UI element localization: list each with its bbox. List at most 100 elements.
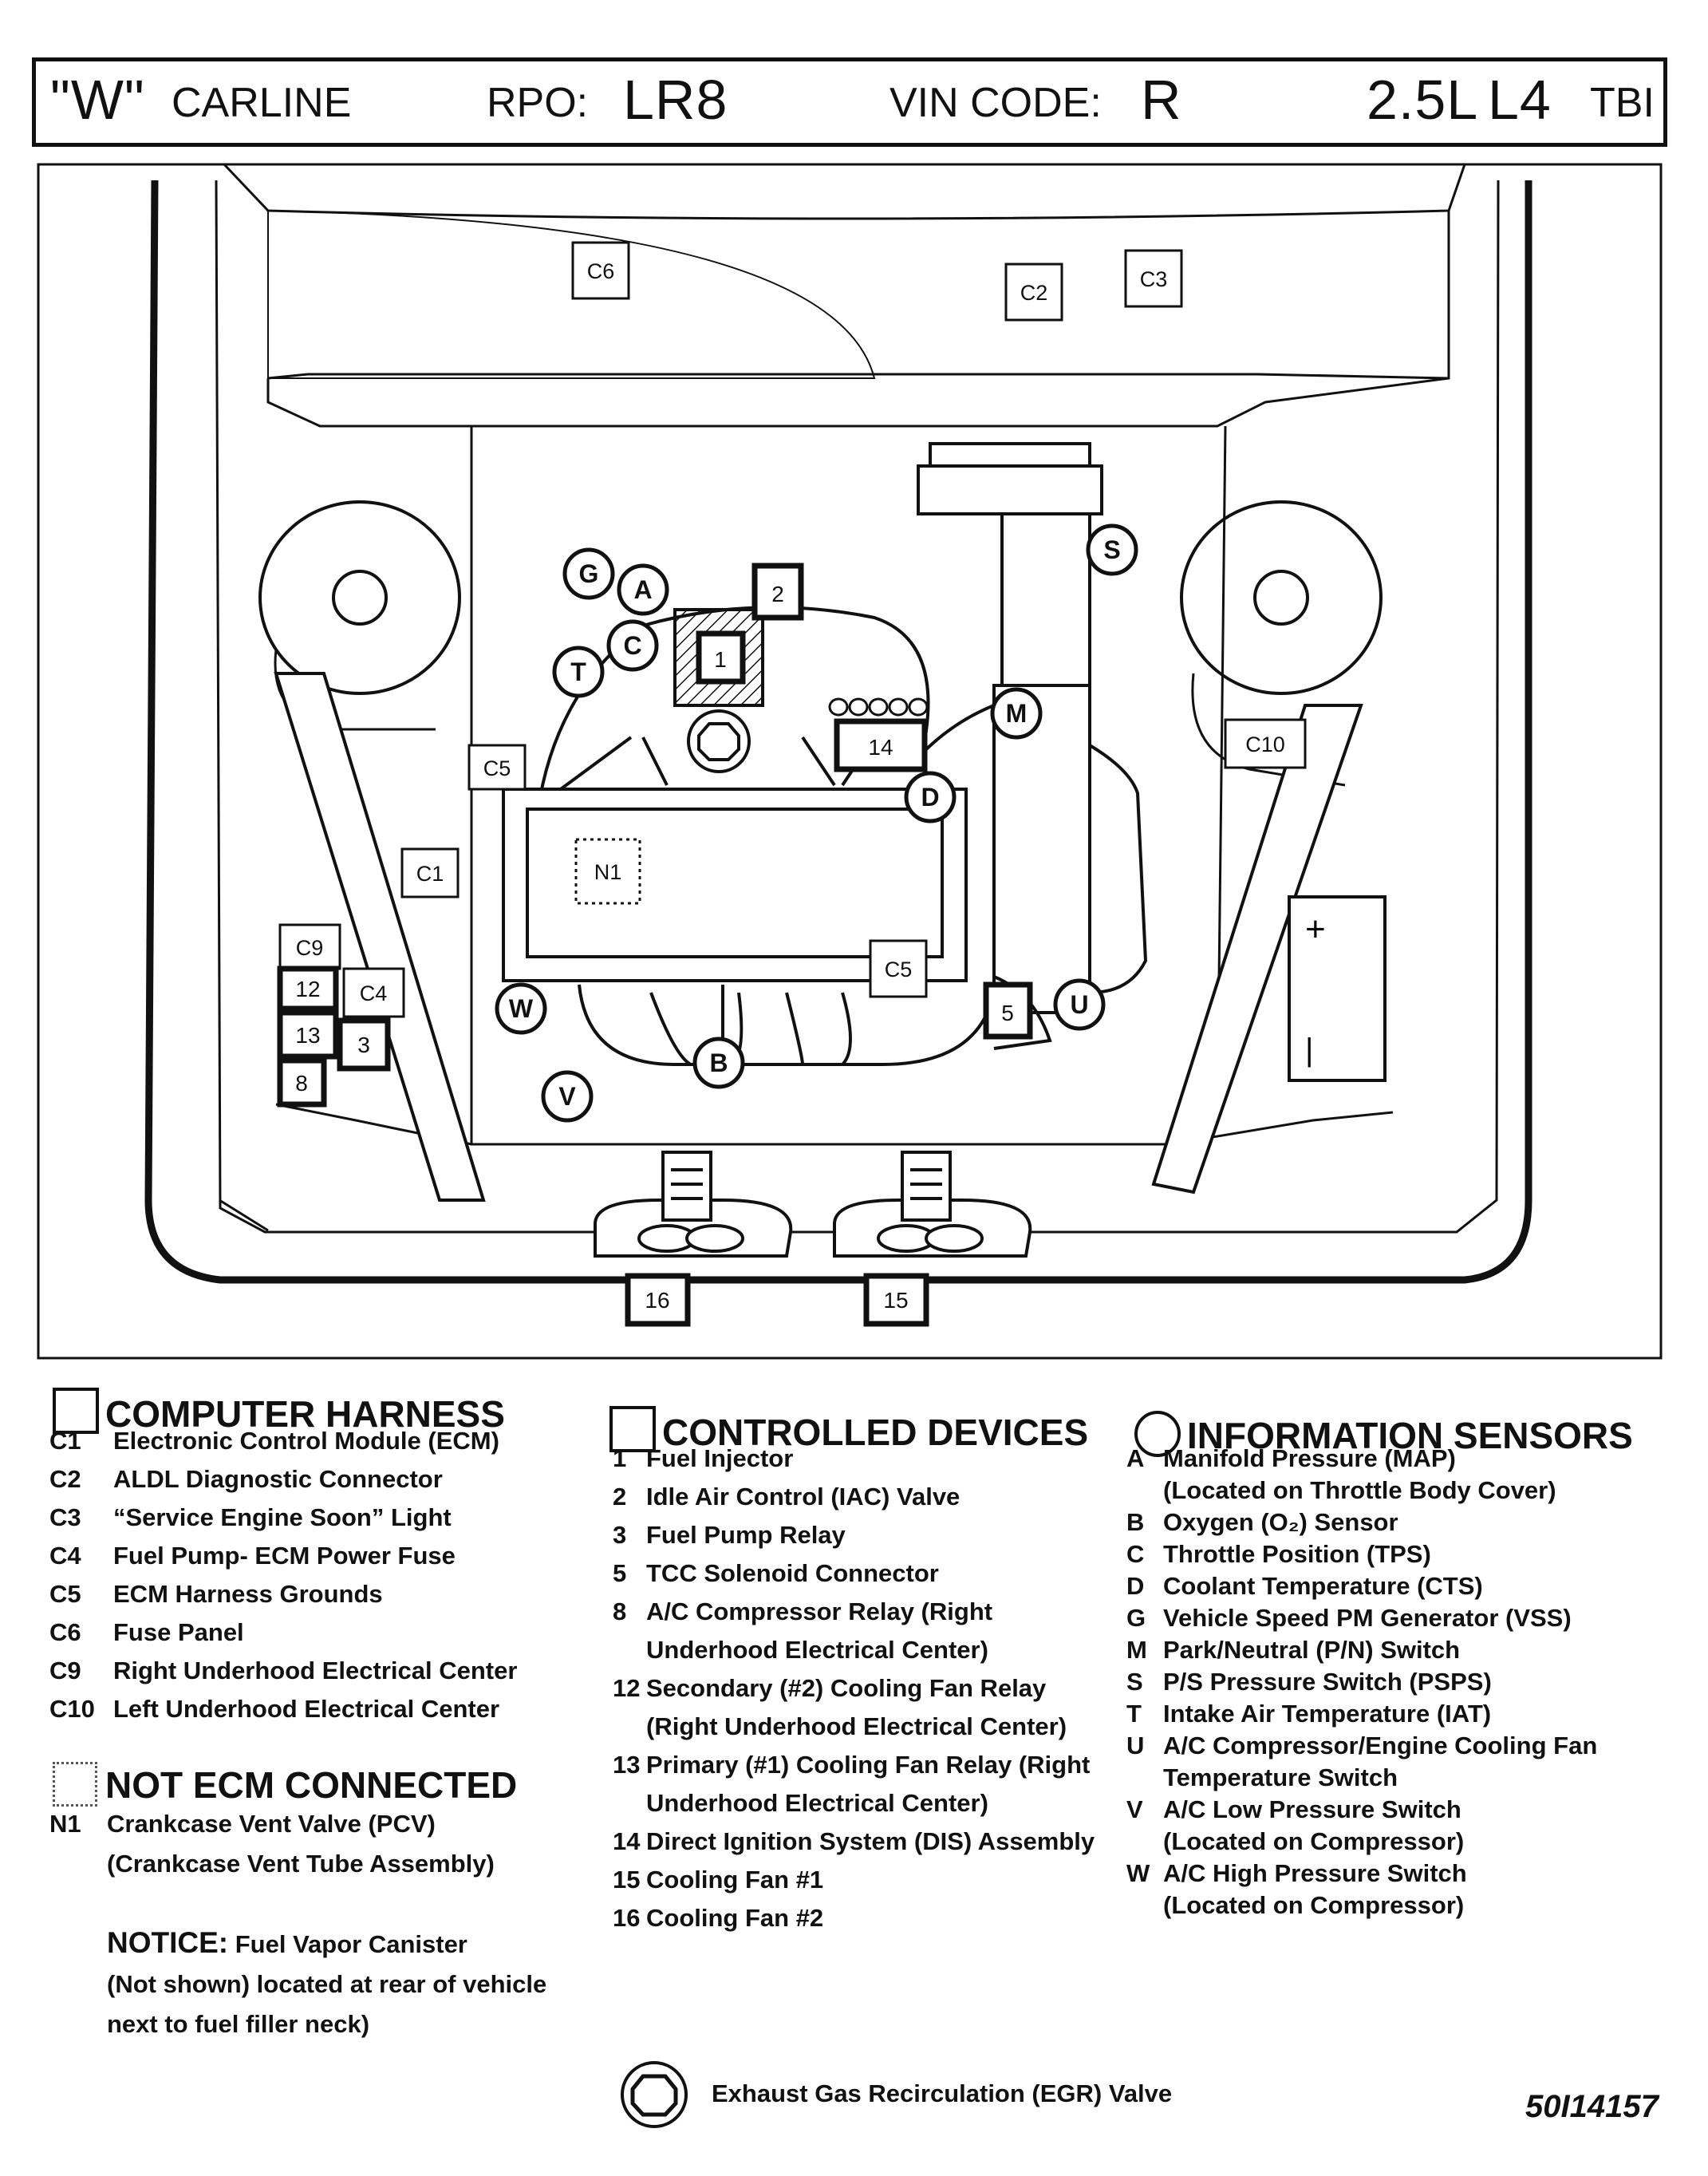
sensor-u-circle — [1053, 978, 1106, 1031]
sensor-item-text: A/C Compressor/Engine Cooling Fan — [1163, 1732, 1598, 1759]
controlled-devices-heading: CONTROLLED DEVICES — [609, 1406, 1088, 1454]
injection-type: TBI — [1590, 80, 1655, 126]
device-item-text: TCC Solenoid Connector — [646, 1559, 939, 1587]
device-item-text: A/C Compressor Relay (Right — [646, 1597, 993, 1625]
notice-line-1: Fuel Vapor Canister — [235, 1930, 467, 1958]
sensor-m-label: M — [1006, 699, 1028, 728]
c5-label-upper: C5 — [483, 756, 511, 780]
sensor-item-code: V — [1126, 1795, 1143, 1823]
device-item-text: Cooling Fan #2 — [646, 1904, 824, 1932]
notice-block: NOTICE: Fuel Vapor Canister (Not shown) … — [107, 1923, 546, 2044]
device-13-box — [277, 1009, 339, 1060]
sensor-v-circle — [541, 1070, 594, 1123]
device-15-box — [863, 1273, 929, 1327]
sensor-item-text: Intake Air Temperature (IAT) — [1163, 1700, 1492, 1728]
c4-box — [342, 967, 405, 1018]
harness-item-text: ALDL Diagnostic Connector — [113, 1465, 443, 1493]
engine-compartment-diagram: + | C6 C2 C3 C5 C1 C — [37, 163, 1663, 1360]
compressor-assembly — [917, 442, 1103, 687]
sensor-d-label: D — [921, 783, 939, 812]
carline-label: CARLINE — [172, 80, 352, 126]
battery-minus-label: | — [1305, 1033, 1313, 1068]
vehicle-body-outline — [144, 163, 1532, 1284]
sensor-item-text: Vehicle Speed PM Generator (VSS) — [1163, 1604, 1572, 1632]
sensor-item-text: P/S Pressure Switch (PSPS) — [1163, 1668, 1492, 1696]
sensor-item-text: Park/Neutral (P/N) Switch — [1163, 1636, 1461, 1664]
device-13-label: 13 — [295, 1023, 320, 1048]
device-12-box — [277, 966, 339, 1012]
cooling-fan-left — [594, 1151, 793, 1258]
vin-value: R — [1141, 69, 1182, 131]
information-sensors-symbol — [1134, 1411, 1181, 1457]
c10-box — [1224, 718, 1307, 769]
sensor-item-code: M — [1126, 1636, 1147, 1664]
notice-label: NOTICE: — [107, 1926, 229, 1959]
sensor-item-text: A/C High Pressure Switch — [1163, 1859, 1467, 1887]
device-12-label: 12 — [295, 977, 320, 1001]
c6-label: C6 — [587, 259, 615, 283]
device-item-code: 13 — [613, 1751, 641, 1779]
device-item-code: 12 — [613, 1674, 641, 1702]
egr-symbol — [621, 2061, 688, 2128]
controlled-devices-symbol — [609, 1406, 656, 1452]
device-15-label: 15 — [883, 1288, 908, 1313]
sensor-item-text: Manifold Pressure (MAP) — [1163, 1444, 1456, 1472]
harness-item-text: Electronic Control Module (ECM) — [113, 1427, 499, 1455]
device-item-code: 15 — [613, 1866, 641, 1894]
harness-item-code: C5 — [49, 1580, 81, 1608]
device-1-label: 1 — [714, 647, 727, 672]
vin-label: VIN CODE: — [890, 80, 1102, 126]
c9-box — [278, 923, 341, 970]
harness-item-text: “Service Engine Soon” Light — [113, 1503, 452, 1531]
c5-box-lower — [869, 939, 928, 998]
sensor-item-text: Coolant Temperature (CTS) — [1163, 1572, 1483, 1600]
dis-coils — [828, 697, 929, 717]
sensor-item-code: U — [1126, 1732, 1145, 1759]
device-1-box — [696, 630, 746, 685]
sensor-t-label: T — [570, 658, 586, 686]
device-item-continuation: (Right Underhood Electrical Center) — [646, 1712, 1067, 1740]
n1-label: N1 — [594, 860, 622, 884]
harness-item-code: C1 — [49, 1427, 81, 1455]
device-14-label: 14 — [868, 735, 893, 760]
device-item-text: Direct Ignition System (DIS) Assembly — [646, 1827, 1095, 1855]
sensor-w-circle — [495, 982, 547, 1035]
sensor-m-circle — [990, 687, 1043, 740]
device-item-text: Primary (#1) Cooling Fan Relay (Right — [646, 1751, 1091, 1779]
diagram-frame — [37, 163, 1663, 1360]
device-14-box — [834, 718, 928, 772]
device-3-label: 3 — [357, 1033, 370, 1057]
c1-label: C1 — [416, 862, 444, 886]
battery — [1288, 895, 1387, 1082]
computer-harness-heading: COMPUTER HARNESS — [53, 1388, 505, 1436]
device-item-continuation: Underhood Electrical Center) — [646, 1636, 988, 1664]
c3-label: C3 — [1140, 267, 1168, 291]
right-pulley — [1180, 500, 1383, 787]
cooling-fan-right — [833, 1151, 1032, 1258]
device-8-label: 8 — [295, 1071, 308, 1096]
sensor-item-continuation: Temperature Switch — [1163, 1763, 1398, 1791]
c1-box — [400, 847, 460, 898]
harness-item-code: C3 — [49, 1503, 81, 1531]
sensor-u-label: U — [1070, 990, 1088, 1019]
engine-displacement: 2.5L — [1367, 69, 1479, 131]
intake-manifold — [502, 606, 996, 1066]
battery-plus-label: + — [1305, 910, 1326, 949]
device-16-box — [625, 1273, 691, 1327]
c2-label: C2 — [1020, 281, 1048, 305]
device-item-text: Secondary (#2) Cooling Fan Relay — [646, 1674, 1047, 1702]
harness-item-code: C10 — [49, 1695, 95, 1723]
sensor-item-text: Throttle Position (TPS) — [1163, 1540, 1431, 1568]
harness-item-code: C4 — [49, 1542, 81, 1570]
sensor-a-circle — [617, 563, 669, 616]
sensor-item-code: D — [1126, 1572, 1145, 1600]
rpo-label: RPO: — [487, 80, 589, 126]
device-2-label: 2 — [771, 582, 784, 606]
sensor-item-code: W — [1126, 1859, 1150, 1887]
device-item-text: Cooling Fan #1 — [646, 1866, 824, 1894]
not-ecm-item-n1-cont: (Crankcase Vent Tube Assembly) — [107, 1850, 495, 1878]
sensor-item-code: S — [1126, 1668, 1143, 1696]
c5-label-lower: C5 — [885, 958, 913, 981]
sensor-item-text: Oxygen (O₂) Sensor — [1163, 1508, 1398, 1536]
device-item-code: 1 — [613, 1444, 627, 1472]
